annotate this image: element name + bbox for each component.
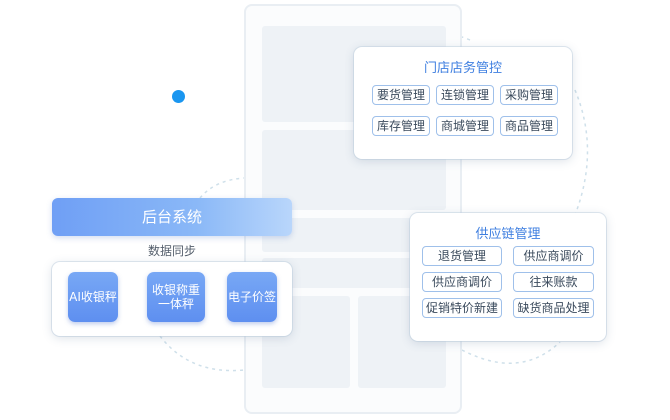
supply-tag-accounts[interactable]: 往来账款 (513, 272, 594, 292)
device-ai-scale[interactable]: AI收银秤 (68, 272, 118, 322)
connector-devices-bottom (159, 335, 245, 372)
connector-backend-to-app (199, 177, 245, 199)
device-electronic-price-tag-label: 电子价签 (227, 290, 276, 304)
store-tag-mall-management[interactable]: 商城管理 (436, 116, 494, 136)
store-tag-chain-management[interactable]: 连锁管理 (436, 85, 494, 105)
store-management-title: 门店店务管控 (423, 61, 502, 76)
device-weighing-scale[interactable]: 收银称重一体秤 (147, 272, 205, 322)
store-tag-order-management[interactable]: 要货管理 (372, 85, 430, 105)
data-sync-label: 数据同步 (147, 244, 196, 258)
connector-store-to-supply (574, 89, 589, 216)
devices-card: AI收银秤 收银称重一体秤 电子价签 (52, 262, 292, 336)
supply-tag-out-of-stock[interactable]: 缺货商品处理 (513, 298, 594, 318)
store-tag-inventory-management[interactable]: 库存管理 (372, 116, 430, 136)
store-management-card: 门店店务管控 要货管理 连锁管理 采购管理 库存管理 商城管理 商品管理 (354, 47, 572, 159)
store-tag-purchase-management[interactable]: 采购管理 (500, 85, 558, 105)
supply-chain-title: 供应链管理 (475, 227, 541, 242)
supply-tag-supplier-price-adjust-2[interactable]: 供应商调价 (422, 272, 502, 292)
supply-tag-return-management[interactable]: 退货管理 (422, 246, 502, 266)
supply-chain-card: 供应链管理 退货管理 供应商调价 供应商调价 往来账款 促销特价新建 缺货商品处… (410, 213, 606, 341)
supply-tag-promotion-new[interactable]: 促销特价新建 (422, 298, 502, 318)
device-electronic-price-tag[interactable]: 电子价签 (227, 272, 277, 322)
store-tag-product-management[interactable]: 商品管理 (500, 116, 558, 136)
accent-dot (172, 90, 185, 103)
device-weighing-scale-label: 收银称重一体秤 (151, 283, 200, 311)
supply-tag-supplier-price-adjust[interactable]: 供应商调价 (513, 246, 594, 266)
device-ai-scale-label: AI收银秤 (69, 290, 117, 304)
connector-supply-bottom (461, 341, 561, 364)
backend-system-bar: 后台系统 (52, 198, 292, 236)
